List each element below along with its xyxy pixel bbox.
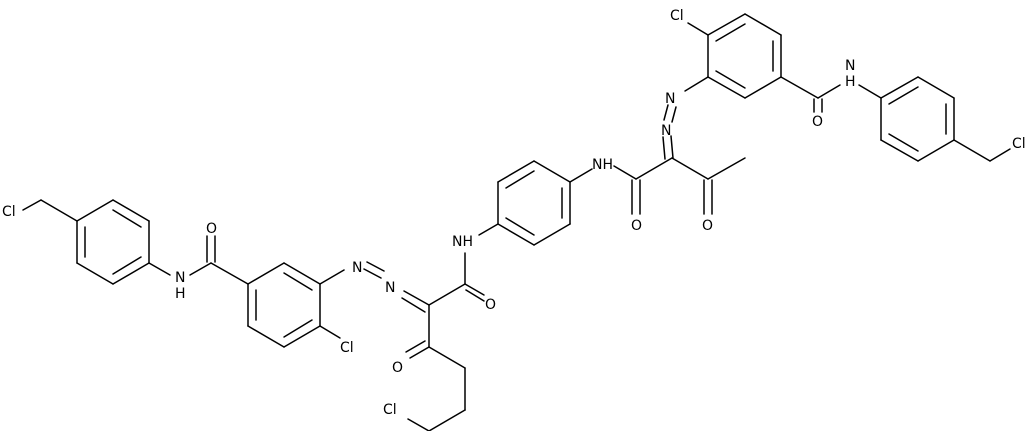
bond [247,325,285,348]
bond [707,13,746,36]
bond [671,106,677,123]
chlorine-atom-label: Cl [340,340,354,356]
bond [684,76,709,92]
bond [880,139,919,162]
bond [478,223,499,236]
nitrogen-atom-label: N [175,270,185,286]
bond [189,262,212,276]
bond-inner [505,170,535,189]
bond [880,76,919,99]
bond [497,160,535,183]
bond [569,168,593,183]
bond-inner [112,256,142,275]
bond [464,283,485,296]
oxygen-atom-label: O [812,114,823,130]
bond [366,261,385,272]
bond [247,262,285,285]
bond [319,269,345,285]
nitrogen-atom-label: N [352,260,362,276]
hydrogen-atom-label: H [175,286,186,302]
oxygen-atom-label: O [631,218,642,234]
bond [428,346,466,369]
bonds [22,13,1011,431]
bond [428,409,466,431]
chlorine-atom-label: Cl [1012,136,1026,152]
bond [465,289,485,302]
bond [112,199,150,222]
bond [22,199,42,211]
bond [663,104,669,121]
oxygen-atom-label: O [206,221,217,237]
bond [403,290,430,306]
bond [533,160,571,183]
oxygen-atom-label: O [392,360,403,376]
nitrogen-atom-label: N [661,123,671,139]
bond [858,84,882,99]
bond [76,262,114,285]
bond [148,262,171,276]
bond-inner [505,217,535,236]
bond [687,22,709,36]
bond [817,84,841,99]
bond [112,262,150,285]
bond-inner [888,133,919,152]
amine-nh-label: NH [592,157,613,173]
bond-inner [112,209,142,228]
chlorine-atom-label: Cl [670,8,684,24]
bond [283,325,321,348]
bond [744,76,782,99]
bond [76,199,114,222]
oxygen-atom-label: O [485,297,496,313]
bond [707,76,746,99]
bond-inner [283,319,313,338]
bond [780,76,819,99]
bond [401,297,426,313]
bond [613,165,637,180]
bond [917,76,955,99]
bond [319,325,341,339]
bond [744,13,782,36]
bond [635,157,673,180]
nitrogen-atom-label: N [385,280,395,296]
bond [407,418,430,431]
chlorine-atom-label: Cl [2,204,16,220]
hydrogen-atom-label: H [845,74,856,90]
bond [363,268,382,279]
bond [428,283,466,306]
bond [533,223,571,246]
bond [953,139,991,162]
bond [707,157,746,180]
bond [670,135,674,159]
chlorine-atom-label: Cl [383,402,397,418]
bond-inner [283,272,313,291]
atom-labels: Cl N N N H O Cl NH O O NH O N N O Cl Cl … [2,8,1026,418]
nitrogen-atom-label: N [665,91,675,107]
amine-nh-label: NH [452,234,473,250]
bond [40,199,78,222]
bond [662,136,666,160]
bond [405,340,426,353]
bond [671,157,709,180]
bond-inner [715,70,746,89]
bond [283,262,321,285]
oxygen-atom-label: O [702,218,713,234]
bond [409,346,430,359]
bond-inner [888,86,919,105]
bond [917,139,955,162]
nitrogen-atom-label: N [845,58,855,74]
bond [989,148,1011,162]
bond [497,223,535,246]
bond [210,262,249,285]
bond-inner [715,23,746,42]
